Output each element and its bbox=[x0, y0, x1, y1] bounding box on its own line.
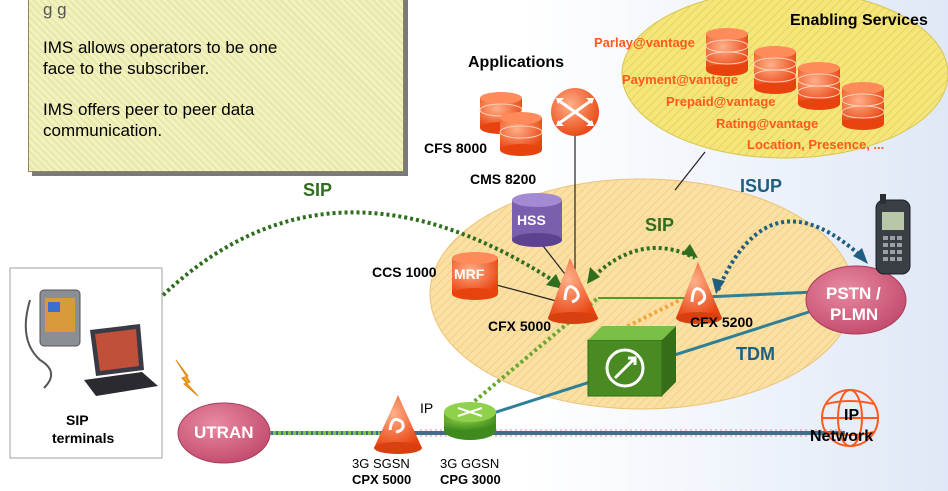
pstn-label-2: PLMN bbox=[830, 305, 879, 324]
ggsn-label-2: CPG 3000 bbox=[440, 472, 501, 487]
ggsn-label-1: 3G GGSN bbox=[440, 456, 500, 471]
utran-node bbox=[177, 402, 271, 464]
sgsn-icon bbox=[374, 395, 422, 454]
sip-label-left: SIP bbox=[303, 180, 333, 200]
cfx5000-label: CFX 5000 bbox=[488, 318, 552, 334]
cfx5000-icon bbox=[548, 258, 598, 324]
ggsn-icon bbox=[444, 402, 496, 440]
enabling-item: Payment@vantage bbox=[622, 72, 738, 87]
enabling-link-line bbox=[674, 151, 706, 191]
ip-network-label-1: IP bbox=[844, 407, 860, 424]
ip-link-label: IP bbox=[420, 400, 434, 416]
enabling-item: Prepaid@vantage bbox=[666, 94, 776, 109]
cms-label: CMS 8200 bbox=[470, 171, 537, 187]
ip-network-label-2: Network bbox=[810, 428, 874, 445]
cfx5200-icon bbox=[676, 262, 722, 324]
mobile-phone-icon bbox=[875, 194, 911, 275]
info-note-box: g g IMS allows operators to be one face … bbox=[28, 0, 404, 172]
sip-dotted-mid bbox=[588, 246, 696, 282]
pstn-label-1: PSTN / bbox=[826, 284, 881, 303]
mrf-label: MRF bbox=[454, 266, 485, 282]
utran-label: UTRAN bbox=[194, 423, 254, 442]
terminals-label-2: terminals bbox=[52, 430, 115, 446]
pda-icon bbox=[24, 289, 81, 389]
cfs-db-icon bbox=[479, 92, 543, 156]
laptop-icon bbox=[84, 324, 158, 396]
mrf-db-icon bbox=[452, 252, 498, 300]
hss-label: HSS bbox=[517, 212, 546, 228]
ccs-label: CCS 1000 bbox=[372, 264, 437, 280]
cfx5200-label: CFX 5200 bbox=[690, 314, 754, 330]
pstn-plmn-node bbox=[805, 265, 907, 335]
note-text-1a: IMS allows operators to be one bbox=[43, 38, 278, 57]
media-gateway-icon bbox=[587, 326, 676, 397]
sip-dotted-left bbox=[128, 210, 562, 332]
enabling-db-4 bbox=[841, 82, 885, 130]
enabling-db-3 bbox=[797, 62, 841, 110]
radio-link-lightning-icon bbox=[175, 359, 199, 397]
applications-title: Applications bbox=[468, 54, 565, 71]
isup-label: ISUP bbox=[740, 176, 783, 196]
tdm-label: TDM bbox=[736, 344, 775, 364]
note-text-2a: IMS offers peer to peer data bbox=[43, 100, 255, 119]
ip-network-globe-icon bbox=[821, 389, 879, 447]
sgsn-label-2: CPX 5000 bbox=[352, 472, 412, 487]
hss-db-icon bbox=[512, 193, 562, 247]
application-server-icon bbox=[551, 88, 599, 136]
cfs-label: CFS 8000 bbox=[424, 140, 488, 156]
enabling-item: Location, Presence, ... bbox=[747, 137, 885, 152]
sip-label-mid: SIP bbox=[645, 215, 675, 235]
terminals-label-1: SIP bbox=[66, 412, 89, 428]
enabling-item: Parlay@vantage bbox=[594, 35, 695, 50]
note-text-1b: face to the subscriber. bbox=[43, 59, 210, 78]
enabling-services-title: Enabling Services bbox=[790, 12, 928, 29]
enabling-db-2 bbox=[753, 46, 797, 94]
note-text-2b: communication. bbox=[43, 121, 163, 140]
enabling-item: Rating@vantage bbox=[716, 116, 819, 131]
enabling-db-1 bbox=[705, 28, 749, 76]
note-cut-line: g g bbox=[43, 0, 67, 19]
isup-dotted bbox=[716, 219, 867, 291]
sgsn-label-1: 3G SGSN bbox=[352, 456, 410, 471]
